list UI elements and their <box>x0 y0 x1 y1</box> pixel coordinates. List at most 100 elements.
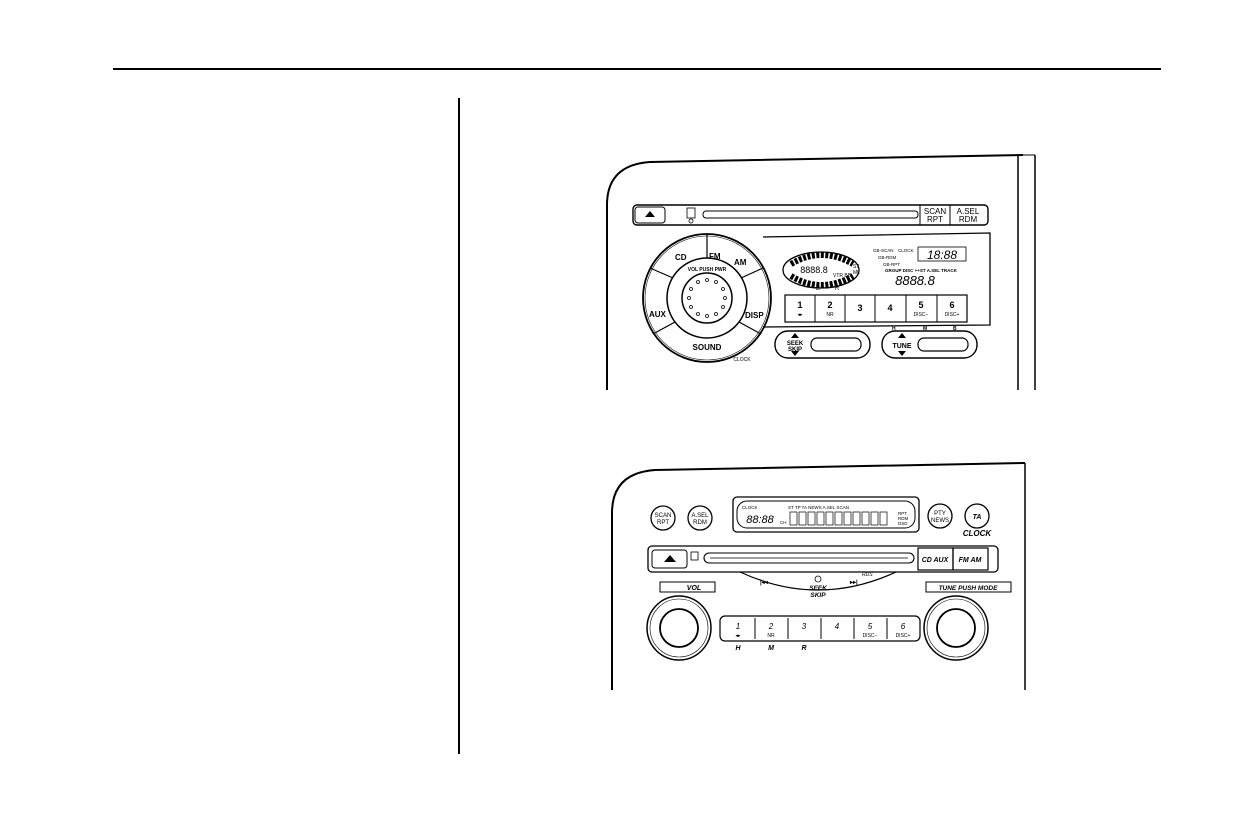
clock-digits: 18:88 <box>927 248 957 262</box>
audio-unit-1-illustration: SCAN RPT A.SEL RDM CD FM AM AUX DISP SOU… <box>606 154 1036 390</box>
lcd-display: CLOCK 88:88 CH ST TP TA NEWS A.SEL SCAN … <box>732 496 920 533</box>
preset-5-sub: DISC− <box>914 312 929 318</box>
rdm-indicator: RDM <box>898 516 908 521</box>
preset-1-sub: ◂▸ <box>735 633 741 639</box>
preset-5-button[interactable]: 5 DISC− <box>914 300 929 318</box>
skip-forward-icon: ▸▸| <box>849 580 858 586</box>
display-labels: GROUP DISC ++ST A.SEL TRACK <box>885 268 958 273</box>
time-digits: 88:88 <box>746 514 774 526</box>
rpt-indicator: RPT <box>898 511 907 516</box>
cd-button-label[interactable]: CD <box>675 253 687 262</box>
seek-skip-rocker[interactable]: SEEK SKIP <box>774 330 871 359</box>
tune-up-icon <box>898 333 906 338</box>
ta-button[interactable]: TA <box>964 503 990 529</box>
tune-knob[interactable] <box>923 595 989 661</box>
aux-button-label[interactable]: AUX <box>649 310 667 319</box>
preset-6-sub: DISC+ <box>945 312 960 318</box>
preset-4-label: 4 <box>835 622 840 631</box>
preset-1-button[interactable]: 1 ◂▸ <box>735 622 741 639</box>
preset-2-button[interactable]: 2 NR <box>826 300 834 318</box>
clock-label: CLOCK <box>963 529 993 538</box>
news-label: NEWS <box>931 518 949 524</box>
clock-indicator: CLOCK <box>898 248 914 253</box>
b-label: B <box>953 326 957 332</box>
ml-indicator: ML <box>853 270 860 276</box>
r-label: R <box>801 645 806 652</box>
preset-1-label: 1 <box>736 622 740 631</box>
h-label: H <box>892 326 896 332</box>
preset-1-button[interactable]: 1 ◂▸ <box>797 300 803 318</box>
preset-3-button[interactable]: 3 <box>802 622 807 631</box>
preset-6-button[interactable]: 6 DISC+ <box>896 622 911 639</box>
h-label: H <box>735 645 741 652</box>
tune-label: TUNE <box>892 343 911 350</box>
eject-button[interactable] <box>634 206 666 224</box>
preset-5-button[interactable]: 5 DISC− <box>863 622 878 639</box>
r-indicator: R <box>835 286 840 292</box>
audio-unit-2-illustration: SCAN RPT A.SEL RDM CLOCK 88:88 CH ST TP … <box>611 462 1026 690</box>
preset-4-label: 4 <box>887 303 892 313</box>
rpt-label: RPT <box>927 215 943 224</box>
cd-aux-button[interactable]: CD AUX <box>917 547 954 571</box>
tune-down-icon <box>898 351 906 356</box>
gb-scan-indicator: GB-SCAN <box>873 248 894 253</box>
preset-1-sub: ◂▸ <box>797 312 803 318</box>
scan-rpt-button[interactable]: SCAN RPT <box>924 207 946 224</box>
cd-slot <box>703 552 915 564</box>
eject-button[interactable] <box>651 549 688 569</box>
preset-5-label: 5 <box>918 300 923 310</box>
preset-6-label: 6 <box>901 622 906 631</box>
clock-indicator: CLOCK <box>742 505 758 510</box>
ch-indicator: CH <box>780 520 787 525</box>
preset-3-label: 3 <box>857 303 862 313</box>
preset-4-button[interactable]: 4 <box>835 622 840 631</box>
seek-down-icon <box>791 351 799 356</box>
skip-label: SKIP <box>788 347 802 353</box>
ta-label: TA <box>973 514 982 521</box>
preset-6-button[interactable]: 6 DISC+ <box>945 300 960 318</box>
skip-label: SKIP <box>810 592 826 599</box>
am-button-label[interactable]: AM <box>734 258 747 267</box>
b-indicator: B <box>816 286 820 292</box>
vtr-indicator: VTR BB <box>833 273 852 279</box>
tune-rocker[interactable]: TUNE <box>881 330 978 359</box>
vol-push-pwr-label: VOL PUSH PWR <box>688 267 727 273</box>
fm-am-label: FM AM <box>959 557 982 564</box>
asel-label: A.SEL <box>957 207 980 216</box>
disp-button-label[interactable]: DISP <box>745 311 764 320</box>
asel-rdm-button[interactable]: A.SEL RDM <box>957 207 980 224</box>
disc-logo-icon <box>686 207 696 219</box>
gb-rdm-indicator: GB-RDM <box>878 255 896 260</box>
preset-2-button[interactable]: 2 NR <box>767 622 775 639</box>
vol-label: VOL <box>687 585 701 592</box>
volume-knob[interactable] <box>646 595 712 661</box>
control-dial[interactable] <box>642 233 772 363</box>
rpt-label: RPT <box>657 520 669 526</box>
eject-icon <box>664 555 676 562</box>
sound-button-label[interactable]: SOUND <box>693 343 722 352</box>
cd-slot <box>702 210 919 219</box>
clock-label: CLOCK <box>733 357 751 363</box>
preset-buttons: 1 ◂▸ 2 NR 3 4 5 DISC− 6 DISC+ <box>784 294 968 323</box>
column-divider <box>458 98 460 754</box>
preset-buttons: 1 ◂▸ 2 NR 3 4 5 DISC− 6 DISC+ <box>719 615 921 642</box>
main-digits: 8888.8 <box>800 265 828 275</box>
tune-mode-label: TUNE PUSH MODE <box>939 585 999 592</box>
preset-5-sub: DISC− <box>863 633 878 639</box>
rds-label: RDS <box>862 572 873 578</box>
preset-4-button[interactable]: 4 <box>887 303 892 313</box>
frequency-digits: 8888.8 <box>895 273 936 288</box>
display-top-indicators: ST TP TA NEWS A.SEL SCAN <box>788 505 849 510</box>
scan-rpt-button[interactable]: SCAN RPT <box>650 505 676 531</box>
pty-news-button[interactable]: PTY NEWS <box>927 503 953 529</box>
seek-up-icon <box>791 333 799 338</box>
preset-1-label: 1 <box>797 300 802 310</box>
seek-skip-button[interactable]: |◂◂ ▸▸| SEEK SKIP <box>739 571 897 599</box>
rdm-label: RDM <box>959 215 978 224</box>
asel-rdm-button[interactable]: A.SEL RDM <box>687 505 713 531</box>
fm-am-button[interactable]: FM AM <box>952 547 989 571</box>
top-rule <box>113 68 1161 70</box>
fm-button-label[interactable]: FM <box>709 252 721 261</box>
preset-3-button[interactable]: 3 <box>857 303 862 313</box>
preset-2-label: 2 <box>827 300 832 310</box>
